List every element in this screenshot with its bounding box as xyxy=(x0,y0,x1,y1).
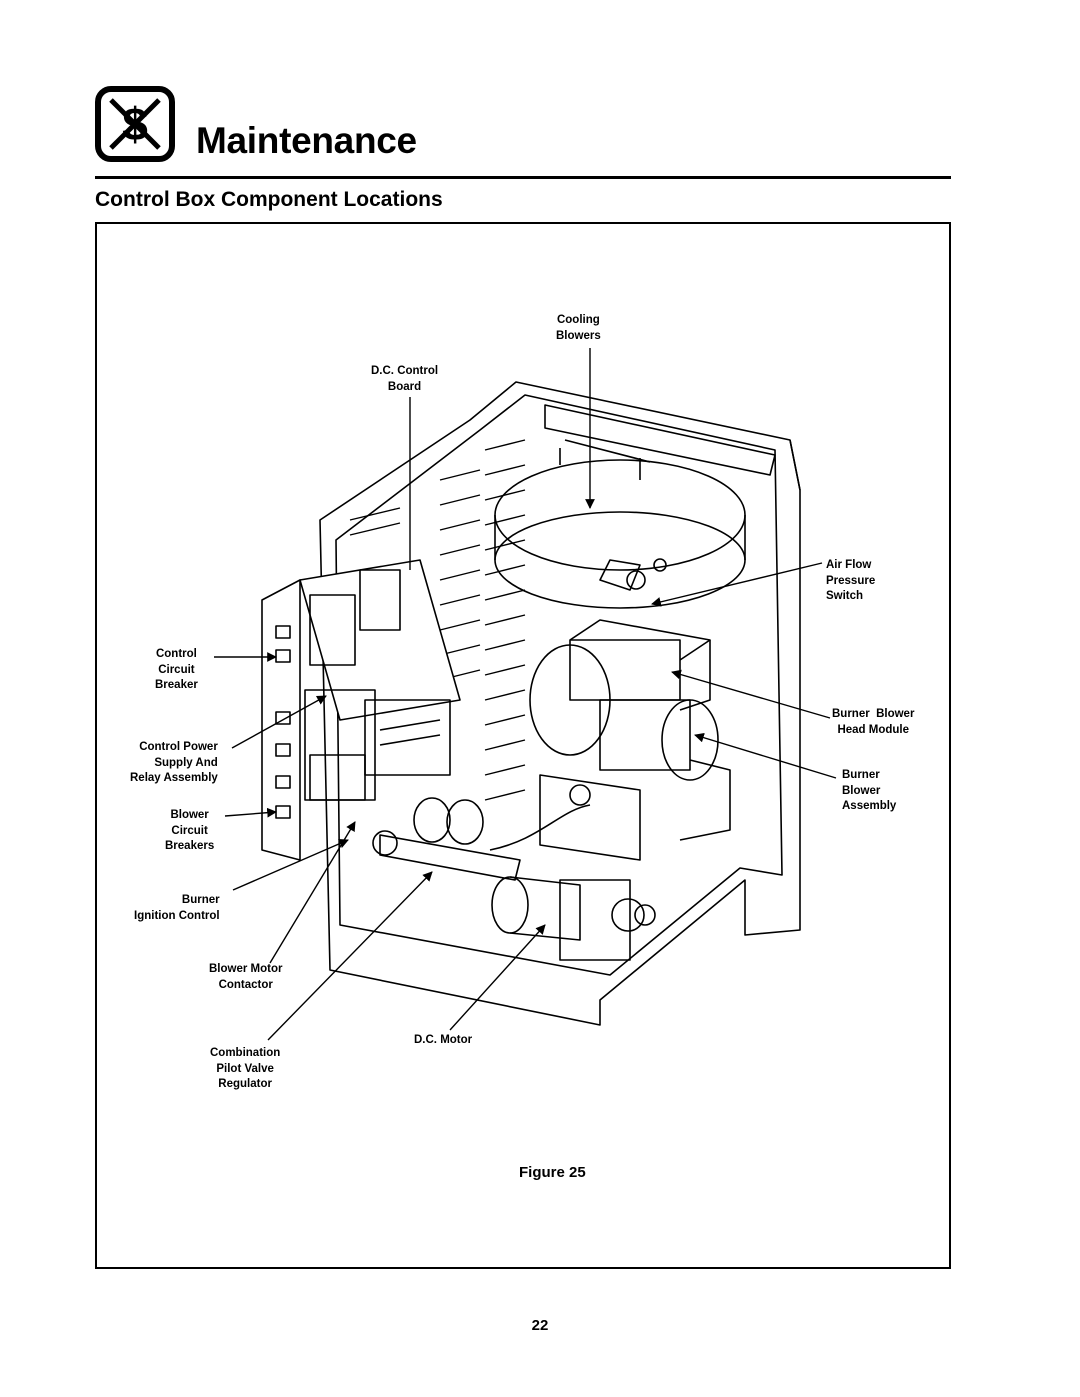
section-heading: Control Box Component Locations xyxy=(95,188,443,211)
label-burner-blower-assembly: Burner Blower Assembly xyxy=(842,769,897,812)
label-blower-circuit-breakers: Blower Circuit Breakers xyxy=(165,809,215,852)
label-burner-blower-head-module: Burner Blower Head Module xyxy=(832,708,915,736)
label-air-flow-pressure-switch: Air Flow Pressure Switch xyxy=(826,559,876,602)
page-number: 22 xyxy=(531,1317,549,1334)
label-burner-ignition-control: Burner Ignition Control xyxy=(134,894,220,922)
label-dc-motor: D.C. Motor xyxy=(414,1034,473,1046)
label-combination-pilot-valve: Combination Pilot Valve Regulator xyxy=(210,1047,281,1090)
label-cooling-blowers: Cooling Blowers xyxy=(556,314,601,342)
label-control-circuit-breaker: Control Circuit Breaker xyxy=(155,648,198,691)
figure-caption: Figure 25 xyxy=(519,1164,586,1181)
header-divider xyxy=(95,176,951,179)
label-control-power-supply: Control Power Supply And Relay Assembly xyxy=(130,741,218,784)
label-blower-motor-contactor: Blower Motor Contactor xyxy=(209,963,283,991)
no-cost-dollar-icon: $ xyxy=(95,86,175,162)
label-dc-control-board: D.C. Control Board xyxy=(371,365,439,393)
page-title: Maintenance xyxy=(196,120,417,161)
figure-frame xyxy=(95,222,951,1269)
